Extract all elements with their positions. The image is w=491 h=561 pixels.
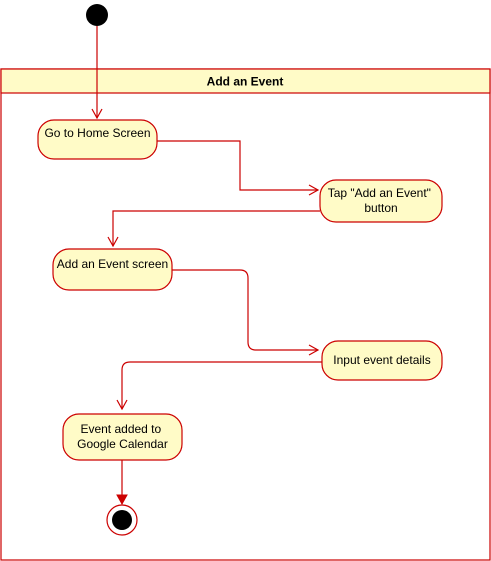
end-node	[106, 504, 138, 536]
activity-node-go-home: Go to Home Screen	[37, 119, 158, 160]
node-label: Go to Home Screen	[44, 126, 150, 140]
node-label: Event added to Google Calendar	[77, 422, 168, 451]
node-label: Input event details	[333, 353, 430, 367]
activity-node-input-details: Input event details	[321, 340, 443, 381]
start-node	[86, 4, 108, 26]
edge-go-home-to-tap-add	[157, 140, 320, 196]
edges	[91, 26, 322, 506]
activity-node-event-added: Event added to Google Calendar	[62, 413, 183, 461]
edge-add-screen-to-input-details	[172, 269, 320, 356]
swimlane: Add an Event	[0, 68, 491, 561]
edge-tap-add-to-add-screen	[107, 210, 320, 248]
swimlane-title: Add an Event	[207, 75, 284, 89]
activity-node-tap-add: Tap "Add an Event" button	[319, 179, 443, 223]
activity-node-add-screen: Add an Event screen	[52, 248, 173, 291]
edge-input-details-to-event-added	[116, 361, 322, 411]
node-label: Tap "Add an Event" button	[328, 186, 435, 215]
node-label: Add an Event screen	[57, 257, 168, 271]
swimlane-header	[0, 68, 491, 94]
